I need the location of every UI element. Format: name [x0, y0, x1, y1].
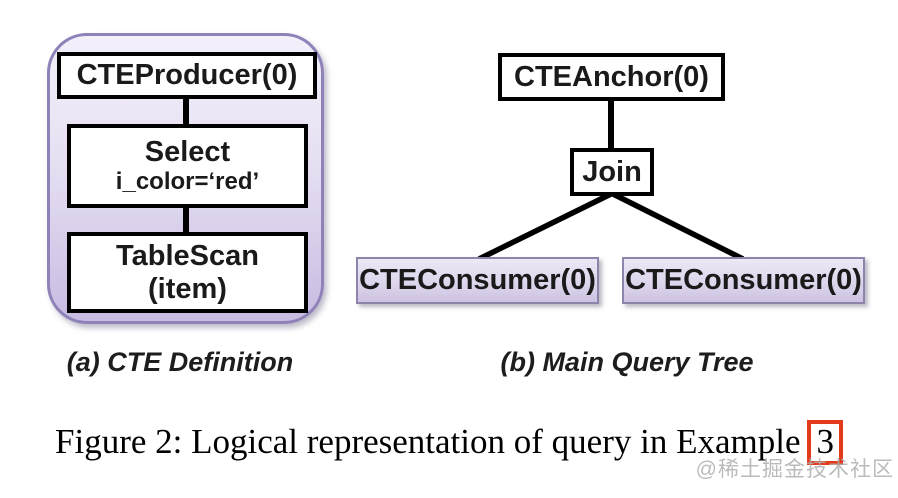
edge-join-consumer-left [477, 190, 615, 262]
node-select-label: Select [144, 136, 231, 169]
node-tablescan-arg: (item) [148, 272, 227, 305]
node-select-predicate: i_color=‘red’ [115, 167, 260, 195]
node-join-label: Join [582, 155, 642, 188]
node-join: Join [570, 148, 654, 196]
node-cte-anchor-label: CTEAnchor(0) [514, 60, 709, 93]
node-cte-consumer-left-label: CTEConsumer(0) [359, 264, 596, 296]
panel-b-caption: (b) Main Query Tree [500, 347, 754, 377]
node-cte-consumer-right: CTEConsumer(0) [622, 257, 865, 304]
edge-join-consumer-right [609, 190, 745, 262]
node-cte-consumer-right-label: CTEConsumer(0) [625, 264, 862, 296]
example-3-reference-link[interactable]: 3 [807, 420, 843, 465]
node-tablescan-label: TableScan [116, 240, 259, 273]
node-cte-anchor: CTEAnchor(0) [498, 53, 725, 101]
node-cte-producer: CTEProducer(0) [57, 52, 317, 99]
node-select: Select i_color=‘red’ [67, 124, 308, 208]
watermark-text: @稀土掘金技术社区 [695, 458, 894, 481]
panel-a-caption: (a) CTE Definition [66, 347, 294, 377]
figure-caption: Figure 2: Logical representation of quer… [0, 420, 898, 465]
node-cte-consumer-left: CTEConsumer(0) [356, 257, 599, 304]
figure-caption-text: Figure 2: Logical representation of quer… [55, 422, 801, 461]
node-cte-producer-label: CTEProducer(0) [76, 59, 298, 92]
node-tablescan: TableScan (item) [67, 232, 308, 313]
